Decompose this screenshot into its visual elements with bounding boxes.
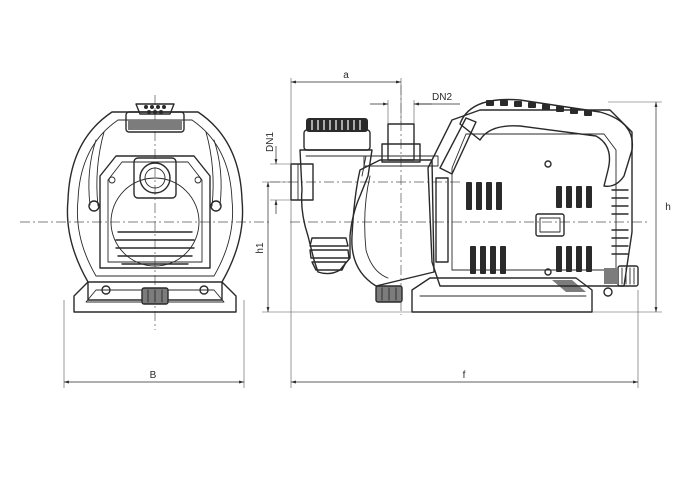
side-prefilter-housing — [299, 149, 373, 275]
side-cable-gland — [604, 265, 639, 287]
front-vent-holes-icon — [144, 105, 166, 114]
side-volute — [351, 159, 435, 287]
front-inlet-port — [133, 157, 177, 199]
front-view — [66, 103, 244, 313]
dimension-labels: a DN2 DN1 h1 h B f — [150, 70, 671, 381]
side-drain-plug — [375, 285, 403, 303]
side-handle-grip — [486, 100, 592, 116]
dimension-lines — [63, 78, 662, 388]
label-h1: h1 — [255, 242, 266, 254]
label-f: f — [463, 370, 466, 381]
side-view — [290, 98, 639, 313]
label-a: a — [343, 70, 349, 81]
side-control-panel — [535, 213, 565, 237]
front-drain-plug — [141, 287, 169, 305]
label-dn1: DN1 — [265, 132, 276, 152]
side-lower-vents — [470, 246, 592, 274]
side-filter-lid — [303, 129, 371, 151]
label-h: h — [665, 202, 671, 213]
side-upper-vents — [466, 182, 592, 210]
side-bellow-ribs — [309, 237, 350, 271]
front-vent-cap — [135, 103, 175, 115]
label-b: B — [150, 370, 157, 381]
side-filter-lid-grip — [306, 118, 368, 132]
label-dn2: DN2 — [432, 92, 452, 103]
side-carry-handle — [459, 98, 634, 187]
side-motor-body — [427, 109, 633, 287]
front-cooling-ribs — [115, 231, 195, 265]
side-rear-fins — [611, 189, 629, 255]
front-base — [73, 281, 237, 313]
